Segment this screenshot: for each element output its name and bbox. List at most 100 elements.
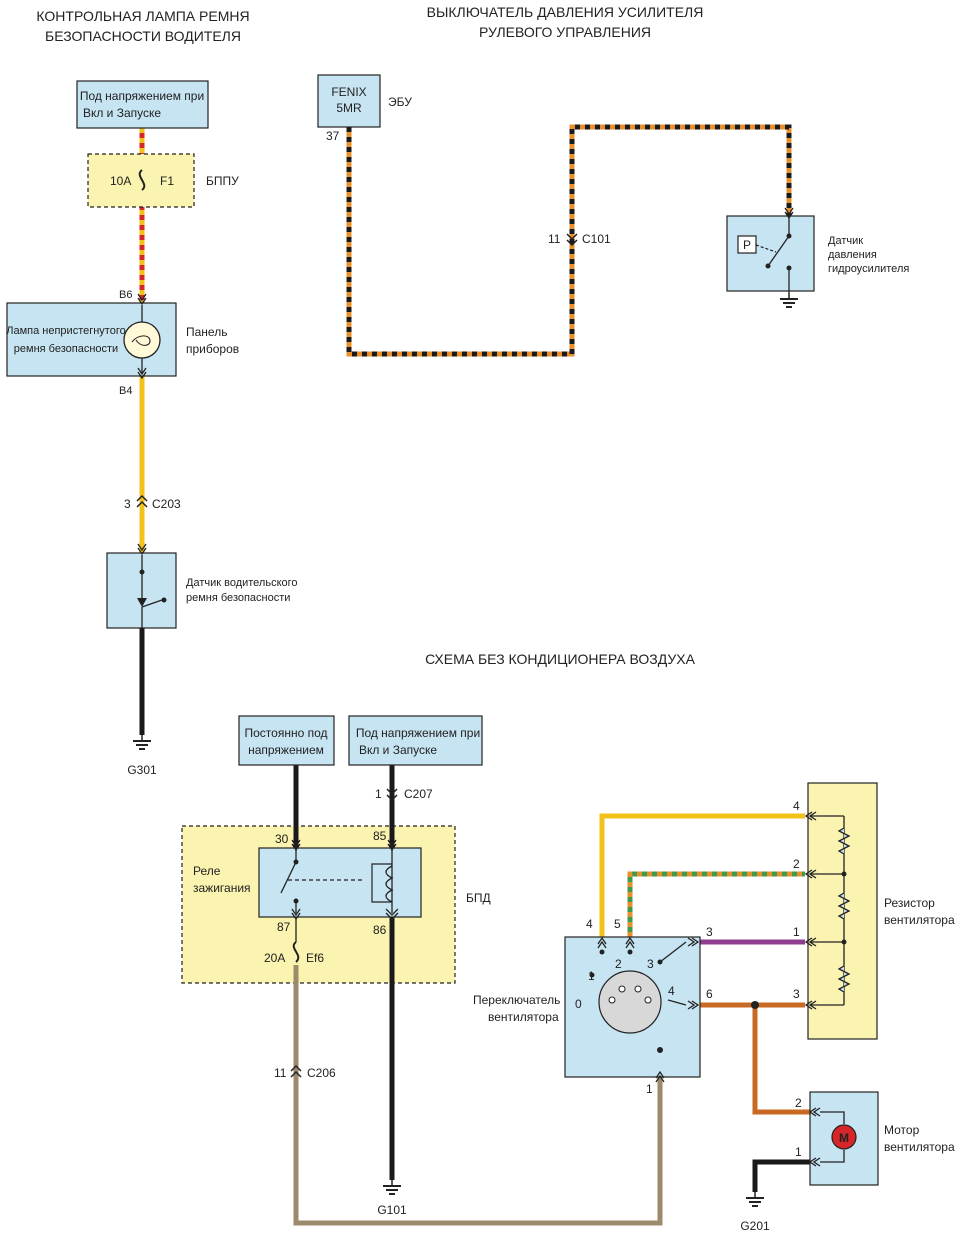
sw-lead-6	[667, 999, 687, 1006]
seatbelt-sensor-line1: Датчик водительского	[186, 577, 298, 589]
ecu-label: ЭБУ	[388, 95, 412, 109]
sw-lead-3	[659, 941, 687, 963]
res-pin-4: 4	[793, 799, 800, 813]
fuse-id: F1	[160, 174, 174, 188]
ground-g101-icon	[382, 1179, 402, 1195]
ign-power-line2: Вкл и Запуске	[359, 743, 437, 757]
motor-icon	[831, 1124, 857, 1150]
blower-resistor-box	[807, 782, 878, 1040]
resistor-r2-icon	[837, 892, 851, 920]
sw-pos-2: 2	[615, 957, 622, 971]
pin-87: 87	[277, 920, 291, 934]
wire-green-2	[627, 871, 805, 937]
res-pin-2: 2	[793, 857, 800, 871]
resistor-r3-icon	[837, 965, 851, 993]
motor-pin-2: 2	[795, 1096, 802, 1110]
wire-orange-black	[346, 124, 792, 357]
c207-id: C207	[404, 787, 433, 801]
sw-pos-0: 0	[575, 997, 582, 1011]
const-power-line1: Постоянно под	[244, 726, 327, 740]
wire-black-g201	[752, 1159, 810, 1192]
sw-pos-4: 4	[668, 984, 675, 998]
ecu-line2: 5MR	[336, 101, 362, 115]
sw-pos-3: 3	[647, 957, 654, 971]
relay-diode-bypass	[371, 863, 392, 903]
pin-b6-arrow	[137, 293, 147, 306]
knob-dot-1	[608, 996, 616, 1004]
sensor-top-arrow	[137, 543, 147, 556]
relay-label-line2: зажигания	[193, 881, 251, 895]
switch-label-line1: Переключатель	[473, 993, 560, 1007]
pin-b6: B6	[119, 289, 132, 301]
wire-tan	[293, 965, 663, 1226]
motor-lead-bottom	[820, 1150, 845, 1163]
fuse-ef6-amp: 20A	[264, 951, 285, 965]
motor-label-line1: Мотор	[884, 1123, 920, 1137]
seatbelt-title-line2: БЕЗОПАСНОСТИ ВОДИТЕЛЯ	[45, 28, 241, 44]
sw-contact-common	[657, 1047, 663, 1053]
ground-g301: G301	[127, 763, 157, 777]
motor-pin2-arrow	[808, 1107, 821, 1117]
pin-b4-arrow	[137, 367, 147, 380]
ign-power-box	[348, 715, 483, 766]
const-power-box	[238, 715, 335, 766]
res-pin-1: 1	[793, 925, 800, 939]
pin-b4: B4	[119, 385, 132, 397]
resistor-label-line2: вентилятора	[884, 913, 955, 927]
sw-pin-6: 6	[706, 987, 713, 1001]
bpd-label: БПД	[466, 891, 491, 905]
sensor-contact-dot-2	[161, 597, 167, 603]
wire-orange-black-stripe	[346, 124, 792, 357]
res-pin2-arrow	[804, 869, 817, 879]
relay-coil-icon	[385, 865, 394, 903]
motor-symbol: M	[839, 1131, 849, 1145]
seatbelt-sensor-line2: ремня безопасности	[186, 592, 290, 604]
sw-contact-5	[627, 949, 633, 955]
lamp-label-line2: ремня безопасности	[14, 343, 118, 355]
ground-g201-icon	[745, 1191, 765, 1207]
pin-86: 86	[373, 923, 387, 937]
sw-pin1-arrow	[655, 1070, 665, 1083]
c101-pin: 11	[548, 232, 561, 246]
ground-g201: G201	[740, 1219, 770, 1233]
knob-dot-3	[634, 985, 642, 993]
ps-contact-arm	[765, 263, 771, 269]
panel-label-line2: приборов	[186, 342, 239, 356]
ground-g301-icon	[132, 734, 152, 750]
wire-orange-motor	[752, 1005, 810, 1115]
sw-pin-3: 3	[706, 925, 713, 939]
wire-yellow-4	[599, 813, 805, 937]
ps-title-line1: ВЫКЛЮЧАТЕЛЬ ДАВЛЕНИЯ УСИЛИТЕЛЯ	[427, 4, 704, 20]
ps-sensor-line1: Датчик	[828, 235, 863, 247]
fuse-block-label: БППУ	[206, 174, 239, 188]
sensor-switch-arm	[141, 599, 163, 608]
motor-pin-1: 1	[795, 1145, 802, 1159]
lamp-filament-icon	[131, 335, 151, 346]
lamp-bulb-icon	[123, 321, 161, 359]
panel-label-line1: Панель	[186, 325, 227, 339]
fuse-ef6-icon	[292, 941, 300, 963]
sw-pos-1: 1	[588, 969, 595, 983]
pin-30: 30	[275, 832, 289, 846]
ps-sensor-line2: давления	[828, 249, 877, 261]
c206-pin: 11	[274, 1066, 287, 1080]
blower-title: СХЕМА БЕЗ КОНДИЦИОНЕРА ВОЗДУХА	[425, 651, 695, 667]
pressure-link-dash	[755, 244, 777, 253]
c101-id: C101	[582, 232, 611, 246]
splice-dot	[751, 1001, 759, 1009]
section-power-steering: ВЫКЛЮЧАТЕЛЬ ДАВЛЕНИЯ УСИЛИТЕЛЯ РУЛЕВОГО …	[317, 4, 909, 357]
ps-ground-icon	[779, 292, 799, 308]
sw-pin4-arrow	[597, 936, 607, 949]
sw-pin6-arrow	[687, 1000, 700, 1010]
const-power-line2: напряжением	[248, 743, 324, 757]
ecu-box	[317, 74, 381, 128]
ground-g101: G101	[377, 1203, 407, 1217]
ecu-pin: 37	[326, 129, 340, 143]
c203-pin: 3	[124, 497, 131, 511]
sw-contact-1	[589, 972, 595, 978]
res-pin3-arrow	[804, 1000, 817, 1010]
res-node-2	[841, 871, 847, 877]
sw-pin-1: 1	[646, 1082, 653, 1096]
ignition-relay-box	[258, 847, 422, 918]
